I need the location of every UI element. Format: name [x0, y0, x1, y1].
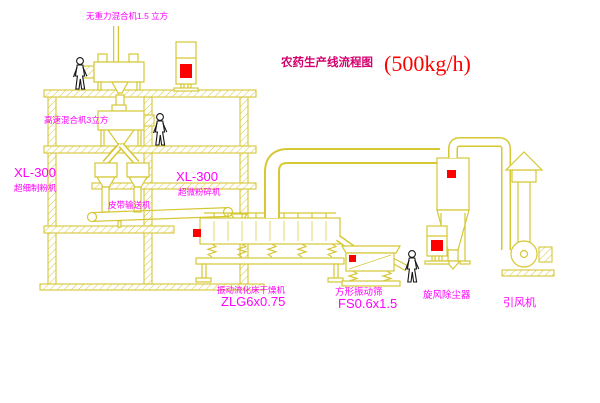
control-cabinet-top	[173, 41, 199, 92]
square-vibrating-sieve	[340, 245, 409, 287]
gravity-mixer	[82, 53, 145, 108]
fan-motor	[538, 246, 553, 263]
worker-figure	[152, 113, 168, 146]
label-cyclone-name: 旋风除尘器	[423, 289, 471, 301]
fluid-bed-dryer	[193, 212, 345, 283]
floor-slab-1	[43, 89, 257, 98]
label-dryer-name: 振动流化床干燥机	[217, 285, 286, 295]
label-dryer-model: ZLG6x0.75	[221, 294, 285, 309]
label-sieve-model: FS0.6x1.5	[338, 296, 397, 311]
label-fine-mill-name: 超细制粉机	[14, 183, 57, 193]
drawing-capacity: (500kg/h)	[384, 51, 471, 76]
exhaust-duct	[264, 148, 440, 218]
control-indicator	[447, 170, 456, 178]
label-micro-mill-name: 超微粉碎机	[178, 187, 221, 197]
exhaust-stack	[517, 181, 531, 243]
motor-indicator	[349, 255, 356, 262]
high-speed-mixer	[97, 104, 155, 147]
label-gravity-mixer: 无重力混合机1.5 立方	[86, 11, 168, 21]
control-cabinet-ground	[424, 225, 450, 265]
fan-suction-pipe	[448, 137, 511, 250]
spring-mount	[236, 243, 248, 258]
worker-figure	[404, 250, 420, 283]
micro-mill	[126, 162, 150, 213]
drawing-title: 农药生产线流程图	[280, 55, 373, 69]
splitter-chute	[102, 142, 140, 166]
fine-mill	[94, 162, 118, 213]
label-fan-name: 引风机	[503, 295, 536, 309]
spring-mount	[206, 243, 218, 258]
ground-base	[39, 283, 265, 291]
building-structure	[39, 89, 265, 291]
control-indicator	[431, 240, 443, 251]
floor-slab-3	[91, 182, 257, 190]
spring-mount	[326, 243, 338, 258]
floor-slab-4	[43, 225, 175, 234]
label-sieve-name: 方形振动筛	[335, 286, 383, 298]
label-fine-mill-model: XL-300	[14, 165, 56, 180]
label-belt-conveyor: 皮带输送机	[108, 200, 151, 210]
sieve-outlet	[393, 257, 409, 267]
mixer-motor	[143, 114, 155, 127]
sieve-outlet	[393, 263, 407, 272]
motor-indicator	[193, 229, 201, 237]
fan-volute	[510, 240, 538, 268]
weather-cap-body	[511, 169, 537, 183]
label-micro-mill-model: XL-300	[176, 169, 218, 184]
spring-mount	[296, 243, 308, 258]
belt-pulley	[86, 211, 98, 223]
weather-cap-roof	[504, 151, 544, 171]
label-high-speed-mixer: 高速混合机3立方	[44, 115, 108, 125]
fan-base	[501, 269, 555, 277]
floor-slab-2	[43, 145, 257, 154]
induced-draft-fan	[501, 151, 555, 277]
control-indicator	[180, 64, 192, 78]
spring-mount	[266, 243, 278, 258]
